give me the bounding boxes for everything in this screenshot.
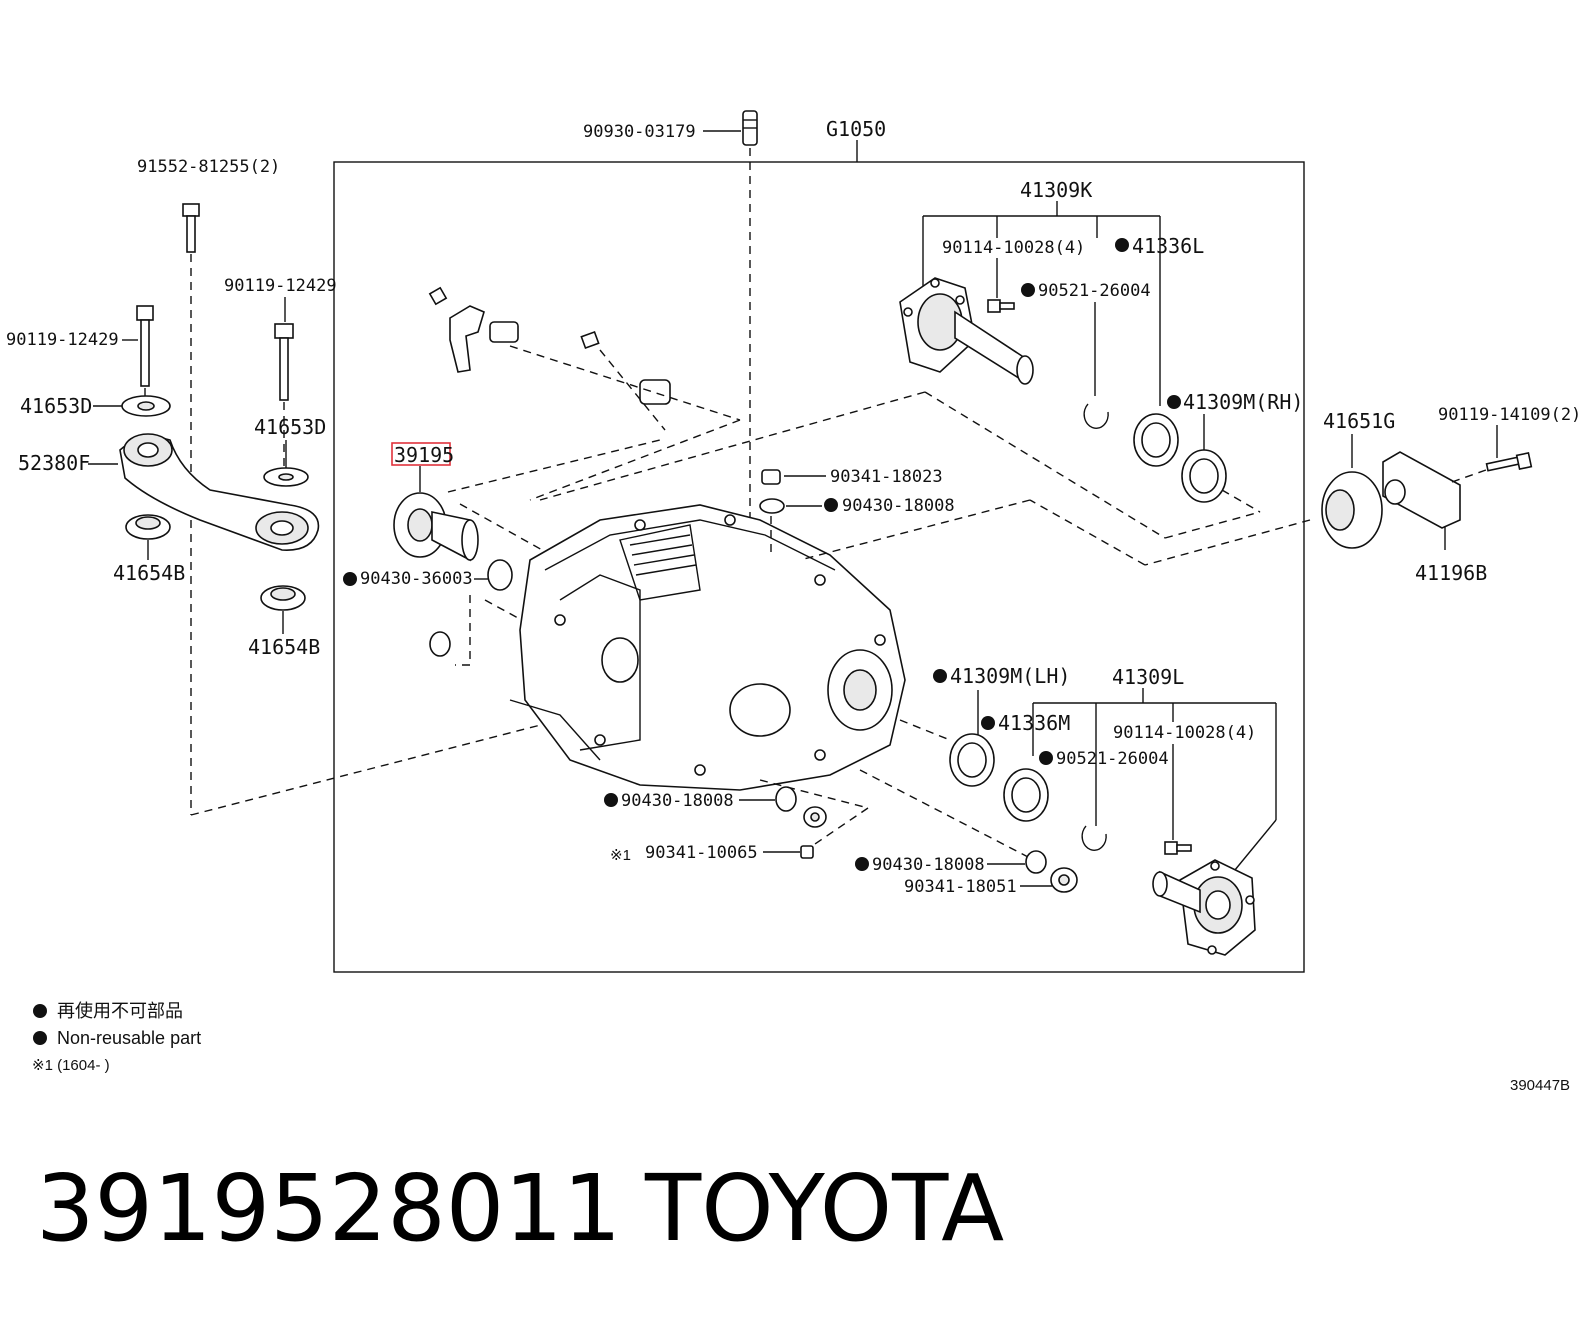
oil-seal-icon bbox=[1133, 413, 1179, 467]
snap-ring-icon bbox=[1081, 825, 1107, 851]
label-41309K: 41309K bbox=[1020, 178, 1092, 202]
label-41309M-LH: 41309M(LH) bbox=[950, 664, 1070, 688]
label-90521-26004-bottom: 90521-26004 bbox=[1056, 749, 1169, 769]
label-41654B-left: 41654B bbox=[113, 561, 185, 585]
mount-bracket-icon bbox=[1382, 451, 1461, 529]
bolt-icon bbox=[987, 299, 1015, 313]
label-41336M: 41336M bbox=[998, 711, 1070, 735]
companion-flange-icon bbox=[899, 277, 1034, 385]
mount-insulator-icon bbox=[1321, 471, 1383, 549]
snap-ring-icon bbox=[1083, 403, 1109, 429]
label-90341-18023: 90341-18023 bbox=[830, 467, 943, 487]
caption-part-number: 3919528011 bbox=[36, 1155, 621, 1262]
highlight-box-39195 bbox=[391, 442, 451, 466]
legend-note-1: ※1 (1604- ) bbox=[32, 1057, 110, 1074]
gasket-ring-icon bbox=[487, 559, 513, 591]
label-41654B-right: 41654B bbox=[248, 635, 320, 659]
label-90119-12429-left: 90119-12429 bbox=[6, 330, 119, 350]
input-shaft-icon bbox=[393, 492, 479, 562]
label-41336L: 41336L bbox=[1132, 234, 1204, 258]
label-41653D-right: 41653D bbox=[254, 415, 326, 439]
drain-plug-icon bbox=[1050, 867, 1078, 893]
label-41309L: 41309L bbox=[1112, 665, 1184, 689]
label-90430-18008-bottom: 90430-18008 bbox=[872, 855, 985, 875]
legend-non-reusable-jp: 再使用不可部品 bbox=[57, 1001, 183, 1021]
label-90930-03179: 90930-03179 bbox=[583, 122, 696, 142]
label-41309M-RH: 41309M(RH) bbox=[1183, 390, 1303, 414]
bolt-icon bbox=[274, 323, 294, 401]
legend-non-reusable-en: Non-reusable part bbox=[57, 1028, 201, 1048]
label-39195[interactable]: 39195 bbox=[394, 443, 454, 467]
illustration-reference: 390447B bbox=[1510, 1077, 1570, 1094]
label-91552-81255: 91552-81255(2) bbox=[137, 157, 280, 177]
companion-flange-icon bbox=[1152, 859, 1256, 956]
oil-seal-icon bbox=[1003, 768, 1049, 822]
bolt-icon bbox=[136, 305, 154, 387]
label-90430-18008-top: 90430-18008 bbox=[842, 496, 955, 516]
label-41651G: 41651G bbox=[1323, 409, 1395, 433]
insulator-icon bbox=[125, 514, 171, 540]
washer-icon bbox=[263, 467, 309, 487]
sensor-bracket-icon bbox=[428, 286, 671, 405]
assembly-label: G1050 bbox=[826, 117, 886, 141]
label-41653D-left: 41653D bbox=[20, 394, 92, 418]
label-90341-10065: 90341-10065 bbox=[645, 843, 758, 863]
drain-plug-icon bbox=[761, 469, 781, 485]
caption-brand: TOYOTA bbox=[644, 1155, 1004, 1262]
washer-icon bbox=[121, 395, 171, 417]
oil-seal-icon bbox=[949, 733, 995, 787]
label-90119-14109: 90119-14109(2) bbox=[1438, 405, 1581, 425]
transfer-case-housing-icon bbox=[509, 504, 906, 791]
bolt-icon bbox=[1485, 451, 1533, 472]
breather-plug-icon bbox=[742, 110, 758, 146]
label-90430-18008-mid: 90430-18008 bbox=[621, 791, 734, 811]
label-41196B: 41196B bbox=[1415, 561, 1487, 585]
mount-bracket-icon bbox=[119, 433, 320, 551]
label-90114-10028-bottom: 90114-10028(4) bbox=[1113, 723, 1256, 743]
bolt-icon bbox=[1164, 841, 1192, 855]
nut-icon bbox=[803, 806, 827, 828]
label-90114-10028-top: 90114-10028(4) bbox=[942, 238, 1085, 258]
label-90119-12429-right: 90119-12429 bbox=[224, 276, 337, 296]
label-52380F: 52380F bbox=[18, 451, 90, 475]
label-90341-18051: 90341-18051 bbox=[904, 877, 1017, 897]
plug-icon bbox=[429, 631, 451, 657]
label-90430-36003: 90430-36003 bbox=[360, 569, 473, 589]
gasket-ring-icon bbox=[775, 786, 797, 812]
label-90521-26004-top: 90521-26004 bbox=[1038, 281, 1151, 301]
gasket-ring-icon bbox=[1025, 850, 1047, 874]
oil-seal-icon bbox=[1181, 449, 1227, 503]
assembly-frame bbox=[333, 161, 1305, 973]
drain-plug-icon bbox=[800, 845, 814, 859]
label-90341-10065-note: ※1 bbox=[610, 847, 631, 864]
insulator-icon bbox=[260, 585, 306, 611]
gasket-icon bbox=[759, 498, 785, 514]
bolt-icon bbox=[182, 203, 200, 253]
